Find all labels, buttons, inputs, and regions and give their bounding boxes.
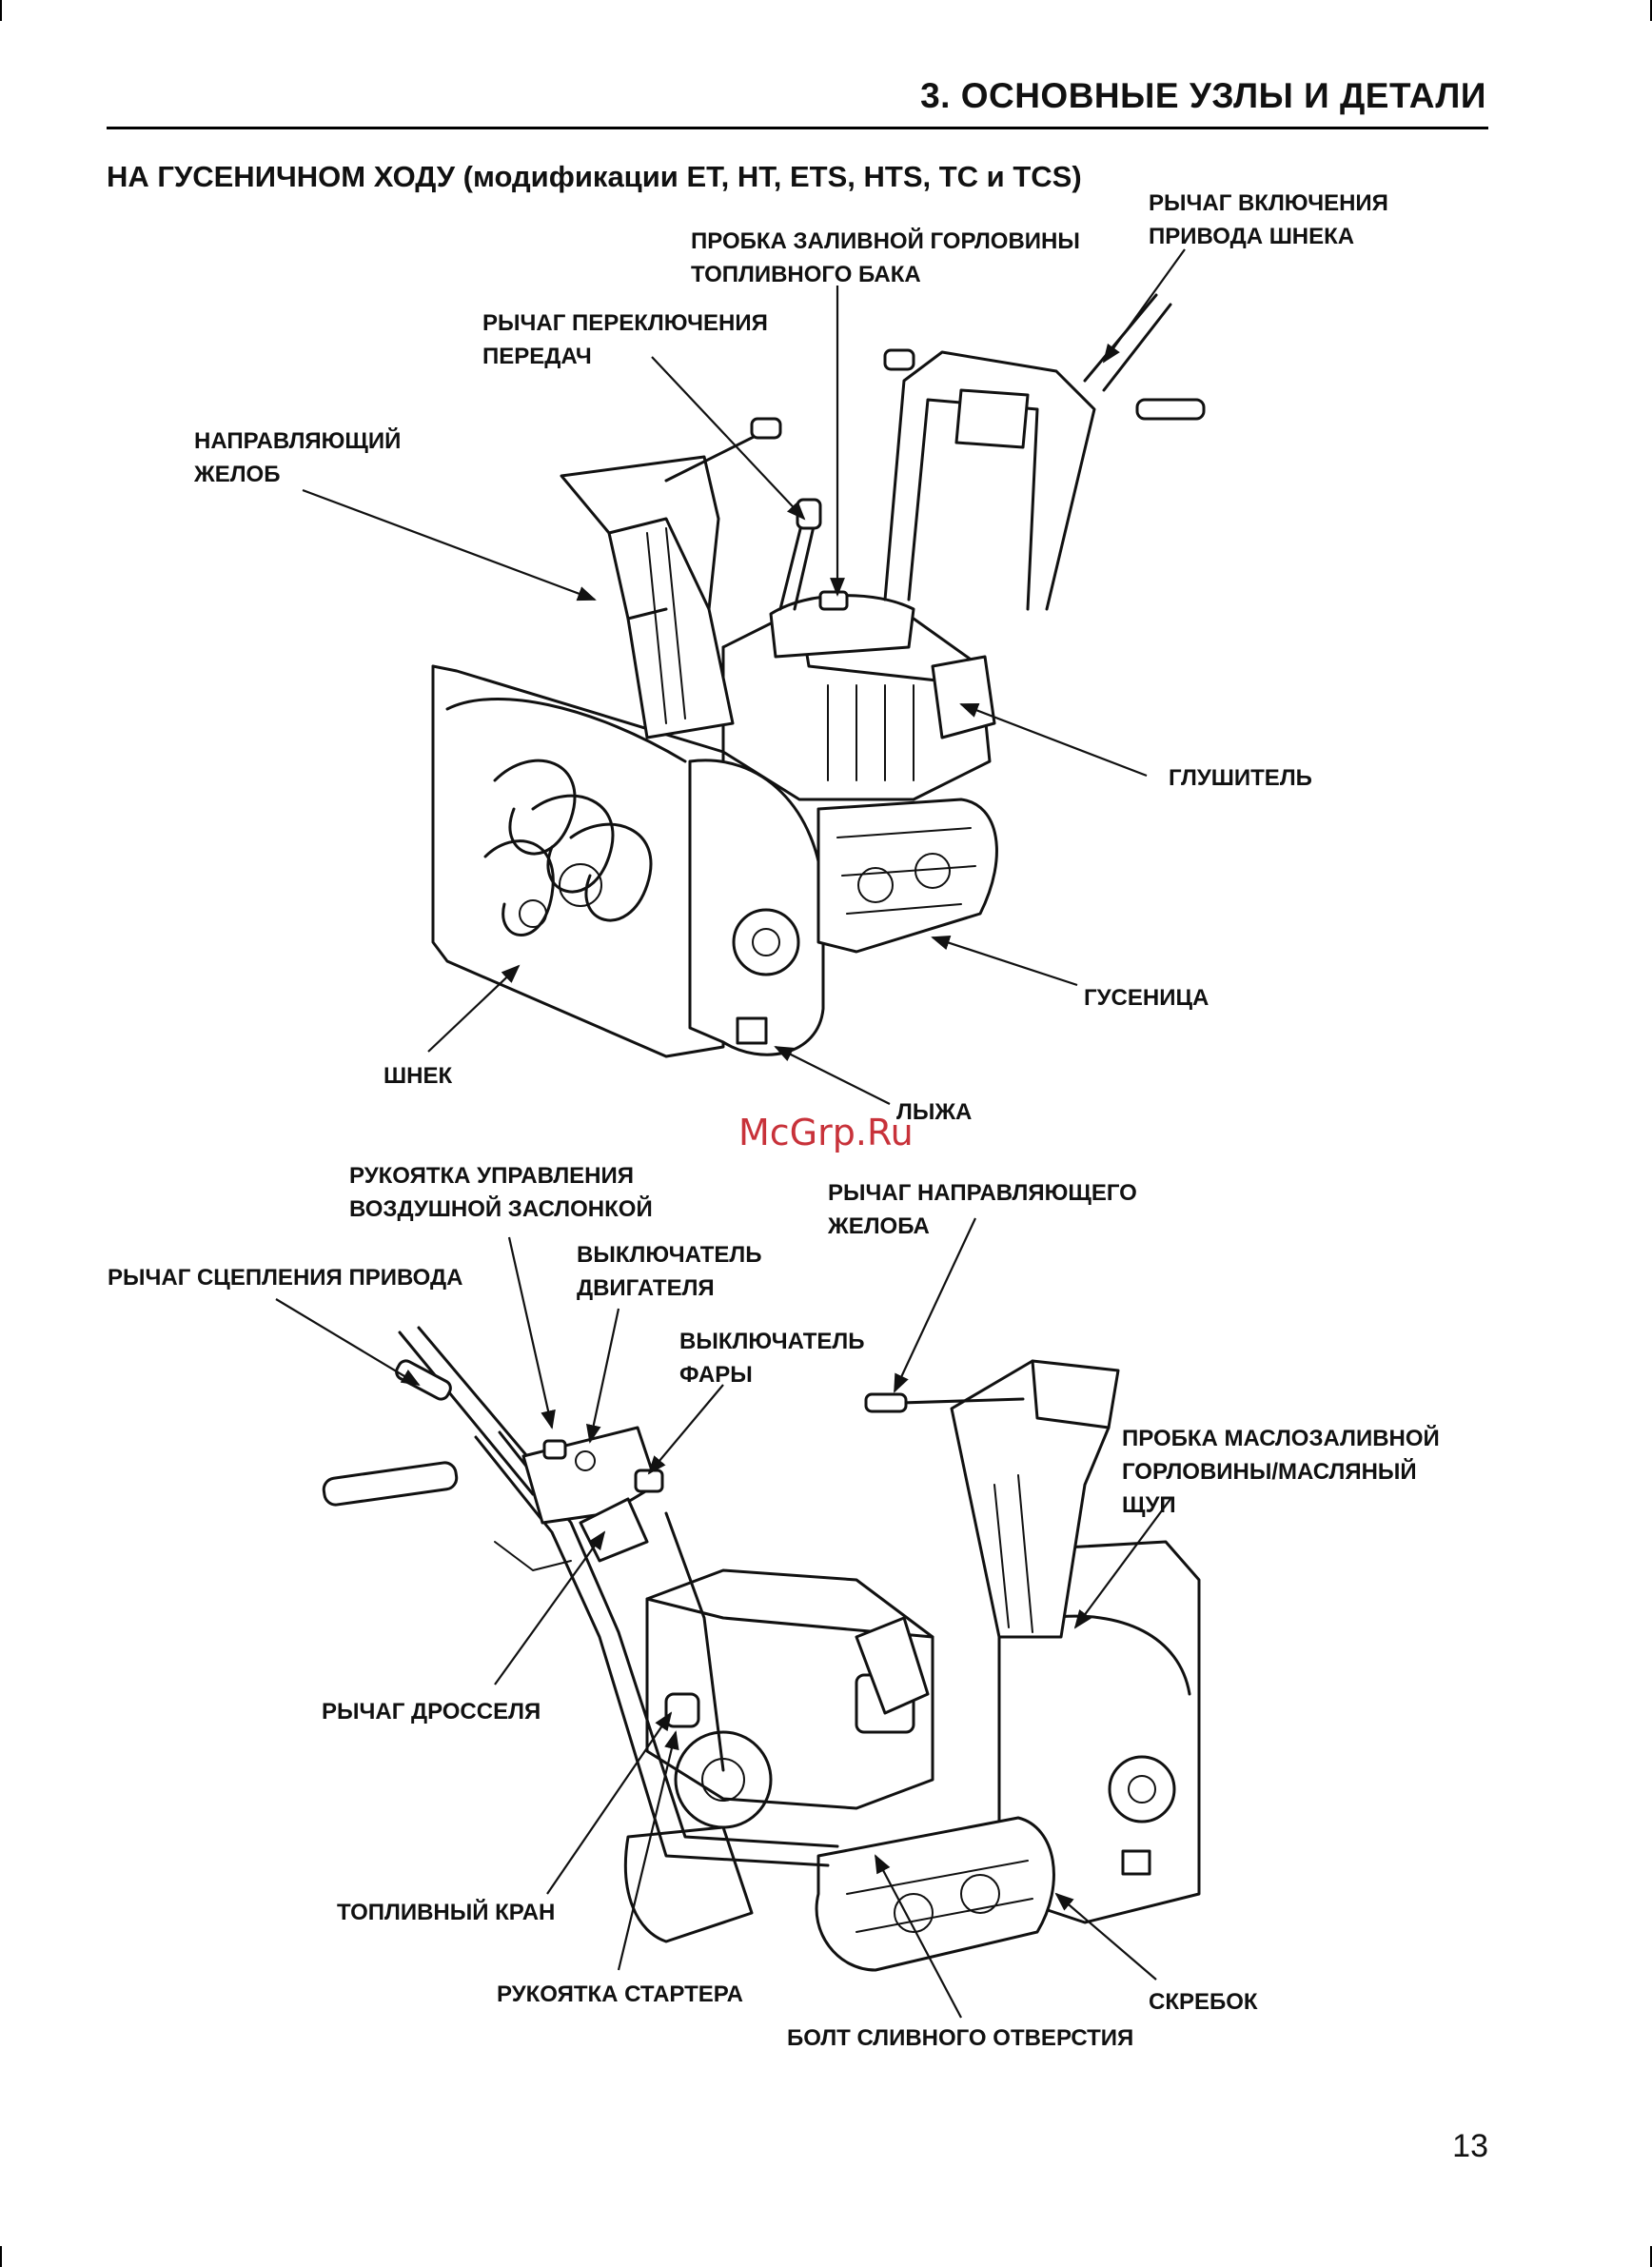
- label-choke: РУКОЯТКА УПРАВЛЕНИЯ ВОЗДУШНОЙ ЗАСЛОНКОЙ: [349, 1163, 653, 1222]
- chapter-title: 3. ОСНОВНЫЕ УЗЛЫ И ДЕТАЛИ: [920, 76, 1486, 115]
- label-engine-switch: ВЫКЛЮЧАТЕЛЬ ДВИГАТЕЛЯ: [577, 1242, 762, 1301]
- label-muffler: ГЛУШИТЕЛЬ: [1169, 765, 1312, 791]
- label-chute: НАПРАВЛЯЮЩИЙ ЖЕЛОБ: [194, 428, 402, 487]
- label-auger-lever: РЫЧАГ ВКЛЮЧЕНИЯ ПРИВОДА ШНЕКА: [1149, 190, 1388, 249]
- crop-mark-bottom-right: [1650, 2246, 1652, 2267]
- section-title: НА ГУСЕНИЧНОМ ХОДУ (модификации ET, HT, …: [107, 160, 1082, 193]
- label-shift-lever: РЫЧАГ ПЕРЕКЛЮЧЕНИЯ ПЕРЕДАЧ: [482, 310, 768, 369]
- label-starter: РУКОЯТКА СТАРТЕРА: [497, 1981, 743, 2007]
- crop-mark-top-right: [1650, 0, 1652, 21]
- label-throttle: РЫЧАГ ДРОССЕЛЯ: [322, 1699, 541, 1725]
- label-fuel-valve: ТОПЛИВНЫЙ КРАН: [337, 1900, 556, 1925]
- label-chute-lever: РЫЧАГ НАПРАВЛЯЮЩЕГО ЖЕЛОБА: [828, 1180, 1137, 1239]
- label-light-switch: ВЫКЛЮЧАТЕЛЬ ФАРЫ: [679, 1329, 865, 1388]
- label-auger: ШНЕК: [384, 1063, 453, 1089]
- label-fuel-cap: ПРОБКА ЗАЛИВНОЙ ГОРЛОВИНЫ ТОПЛИВНОГО БАК…: [691, 228, 1080, 287]
- label-drive-clutch: РЫЧАГ СЦЕПЛЕНИЯ ПРИВОДА: [108, 1265, 463, 1291]
- figure-rear-view: [322, 1326, 1201, 1972]
- figure-front-leaders: [302, 248, 1186, 1105]
- crop-mark-bottom-left: [0, 2246, 2, 2267]
- figure-rear-leaders: [275, 1217, 1171, 2019]
- crop-mark-top-left: [0, 0, 2, 21]
- page-number: 13: [1452, 2128, 1488, 2164]
- label-oil-cap: ПРОБКА МАСЛОЗАЛИВНОЙ ГОРЛОВИНЫ/МАСЛЯНЫЙ …: [1122, 1426, 1440, 1518]
- watermark: McGrp.Ru: [738, 1112, 914, 1153]
- label-skid: ЛЫЖА: [896, 1099, 973, 1125]
- auger-spiral: [483, 759, 653, 936]
- label-scraper: СКРЕБОК: [1149, 1989, 1258, 2015]
- figure-front-view: [431, 293, 1206, 1058]
- label-drain-bolt: БОЛТ СЛИВНОГО ОТВЕРСТИЯ: [787, 2025, 1134, 2051]
- header-divider: [107, 127, 1488, 129]
- label-track: ГУСЕНИЦА: [1084, 985, 1210, 1011]
